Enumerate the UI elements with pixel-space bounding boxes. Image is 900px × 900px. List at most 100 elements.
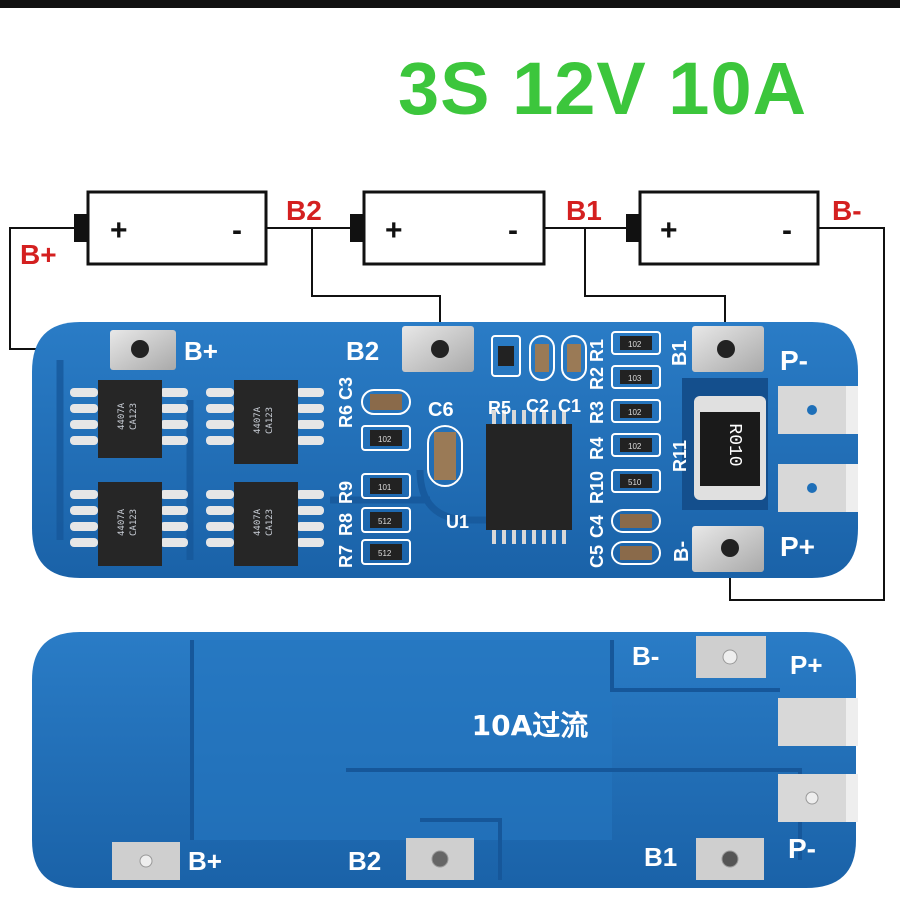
bms-board-back: 10A过流 B- P+ P- B+ B2 bbox=[32, 632, 858, 888]
back-silk-b-plus: B+ bbox=[188, 846, 222, 876]
back-silk-b1: B1 bbox=[644, 842, 677, 872]
smd-code: 512 bbox=[378, 549, 392, 558]
pad-b-plus bbox=[110, 330, 176, 370]
resistor-r3: 102 bbox=[611, 399, 661, 423]
smd-code: 102 bbox=[628, 340, 642, 349]
label-b1: B1 bbox=[566, 195, 602, 226]
silk-r3: R3 bbox=[587, 401, 607, 424]
smd-code: 101 bbox=[378, 483, 392, 492]
silk-r10: R10 bbox=[587, 471, 607, 504]
mosfet-q1: 4407A CA123 bbox=[70, 380, 188, 458]
pad-p-plus bbox=[778, 464, 858, 512]
silk-r6: R6 bbox=[336, 405, 356, 428]
resistor-r2: 103 bbox=[611, 365, 661, 389]
mosfet-q3: 4407A CA123 bbox=[70, 482, 188, 566]
resistor-r6: 102 bbox=[361, 425, 411, 451]
resistor-r8: 512 bbox=[361, 507, 411, 533]
mosfet-q4: 4407A CA123 bbox=[206, 482, 324, 566]
silk-r8: R8 bbox=[336, 513, 356, 536]
capacitor-c5 bbox=[611, 541, 661, 565]
mosfet-marking-2: CA123 bbox=[129, 403, 139, 430]
resistor-r5 bbox=[491, 335, 521, 377]
smd-code: 102 bbox=[378, 435, 392, 444]
silk-p-minus: P- bbox=[780, 345, 808, 376]
back-pad-b-plus bbox=[112, 842, 180, 880]
silk-r5: R5 bbox=[488, 398, 511, 418]
mosfet-marking-2: CA123 bbox=[265, 509, 275, 536]
pad-b2 bbox=[402, 326, 474, 372]
label-b2: B2 bbox=[286, 195, 322, 226]
mosfet-q2: 4407A CA123 bbox=[206, 380, 324, 464]
product-headline: 3S 12V 10A bbox=[398, 47, 808, 130]
silk-p-plus: P+ bbox=[780, 531, 815, 562]
mosfet-marking-1: 4407A bbox=[117, 508, 127, 536]
battery-cell-1: + - bbox=[74, 190, 268, 266]
back-pad-b2 bbox=[406, 838, 474, 880]
silk-b1: B1 bbox=[669, 340, 691, 366]
silk-c4: C4 bbox=[587, 515, 607, 538]
silk-c2: C2 bbox=[526, 396, 549, 416]
silk-r2: R2 bbox=[587, 367, 607, 390]
back-silk-p-plus: P+ bbox=[790, 650, 823, 680]
mosfet-marking-1: 4407A bbox=[117, 402, 127, 430]
bms-board-front: B+ B2 B1 B- P- P+ 4407A CA123 4407A CA12… bbox=[32, 322, 858, 578]
resistor-r7: 512 bbox=[361, 539, 411, 565]
pad-b1 bbox=[692, 326, 764, 372]
back-pad-b1 bbox=[696, 838, 764, 880]
battery-minus-sign: - bbox=[782, 214, 792, 247]
silk-r1: R1 bbox=[587, 339, 607, 362]
battery-cell-3: + - bbox=[626, 190, 820, 266]
back-title: 10A过流 bbox=[472, 709, 589, 742]
smd-code: 103 bbox=[628, 374, 642, 383]
shunt-resistor-r11: R010 bbox=[694, 396, 766, 500]
smd-code: 510 bbox=[628, 478, 642, 487]
mosfet-marking-1: 4407A bbox=[253, 508, 263, 536]
smd-code: 512 bbox=[378, 517, 392, 526]
silk-c6: C6 bbox=[428, 399, 454, 421]
battery-plus-sign: + bbox=[385, 214, 403, 247]
back-pad-b-minus bbox=[696, 636, 766, 678]
resistor-r10: 510 bbox=[611, 469, 661, 493]
resistor-c3 bbox=[361, 389, 411, 415]
capacitor-c4 bbox=[611, 509, 661, 533]
capacitor-c2 bbox=[529, 335, 555, 381]
battery-plus-sign: + bbox=[110, 214, 128, 247]
silk-b-plus: B+ bbox=[184, 336, 218, 366]
back-pad-p-plus bbox=[778, 698, 858, 746]
smd-code: 102 bbox=[628, 442, 642, 451]
pad-b-minus bbox=[692, 526, 764, 572]
resistor-r4: 102 bbox=[611, 433, 661, 457]
capacitor-c6 bbox=[427, 425, 463, 487]
pad-p-minus bbox=[778, 386, 858, 434]
silk-b-minus: B- bbox=[671, 541, 693, 562]
battery-plus-sign: + bbox=[660, 214, 678, 247]
mosfet-marking-1: 4407A bbox=[253, 406, 263, 434]
silk-u1: U1 bbox=[446, 512, 469, 532]
silk-c3: C3 bbox=[336, 377, 356, 400]
back-silk-p-minus: P- bbox=[788, 833, 816, 864]
back-silk-b2: B2 bbox=[348, 846, 381, 876]
back-pad-p-minus bbox=[778, 774, 858, 822]
capacitor-c1 bbox=[561, 335, 587, 381]
silk-c1: C1 bbox=[558, 396, 581, 416]
label-b-plus: B+ bbox=[20, 239, 57, 270]
silk-b2: B2 bbox=[346, 336, 379, 366]
smd-code: 102 bbox=[628, 408, 642, 417]
silk-r7: R7 bbox=[336, 545, 356, 568]
ic-u1 bbox=[486, 410, 572, 544]
resistor-r1: 102 bbox=[611, 331, 661, 355]
battery-wiring-diagram: + - + - + - B+ B2 B1 B- bbox=[9, 190, 885, 601]
label-b-minus: B- bbox=[832, 195, 862, 226]
battery-minus-sign: - bbox=[508, 214, 518, 247]
silk-r11: R11 bbox=[670, 440, 690, 472]
shunt-marking: R010 bbox=[724, 423, 744, 466]
silk-r4: R4 bbox=[587, 437, 607, 460]
silk-c5: C5 bbox=[587, 545, 607, 568]
battery-cell-2: + - bbox=[350, 190, 546, 266]
resistor-r9: 101 bbox=[361, 473, 411, 499]
battery-minus-sign: - bbox=[232, 214, 242, 247]
back-silk-b-minus: B- bbox=[632, 641, 659, 671]
silk-r9: R9 bbox=[336, 481, 356, 504]
mosfet-marking-2: CA123 bbox=[129, 509, 139, 536]
